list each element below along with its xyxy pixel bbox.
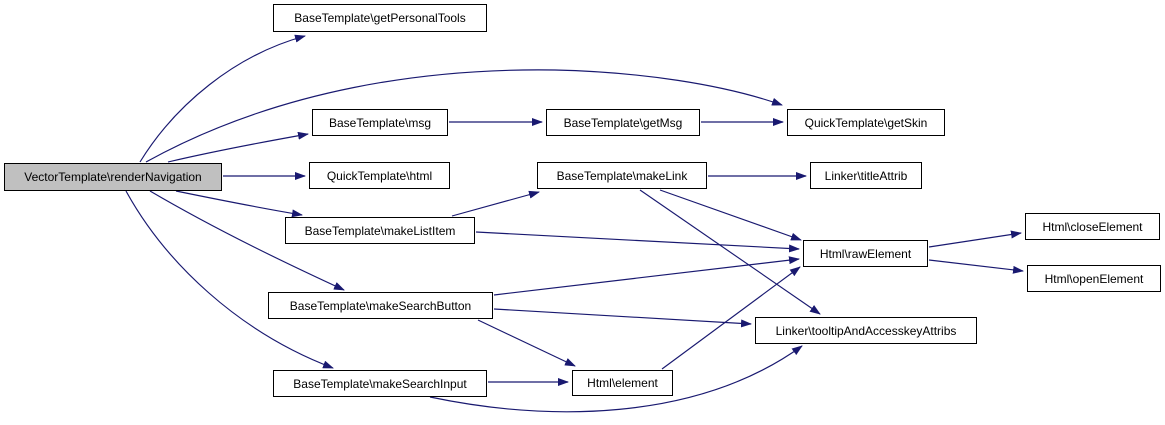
edge-renderNavigation-makeSearchButton <box>149 190 345 291</box>
edge-makeListItem-rawElement <box>475 231 800 253</box>
edge-makeLink-tooltipAndAccesskeyAttribs <box>639 189 821 315</box>
edge-makeLink-rawElement <box>659 189 802 241</box>
node-basetemplate-makelistitem[interactable]: BaseTemplate\makeListItem <box>285 217 475 244</box>
edge-makeSearchInput-tooltipAndAccesskeyAttribs <box>429 345 803 413</box>
edge-renderNavigation-getPersonalTools <box>139 34 306 163</box>
edge-renderNavigation-makeListItem <box>175 190 303 218</box>
node-linker-titleattrib[interactable]: Linker\titleAttrib <box>810 162 922 189</box>
edge-makeSearchButton-element <box>477 319 576 367</box>
edge-makeListItem-makeLink <box>451 190 540 217</box>
edge-renderNavigation-getSkin <box>145 69 783 163</box>
node-quicktemplate-getskin[interactable]: QuickTemplate\getSkin <box>787 109 945 136</box>
node-html-openelement[interactable]: Html\openElement <box>1027 265 1161 292</box>
edge-rawElement-openElement <box>928 259 1024 274</box>
node-basetemplate-getpersonaltools[interactable]: BaseTemplate\getPersonalTools <box>273 4 487 32</box>
node-basetemplate-makelink[interactable]: BaseTemplate\makeLink <box>537 162 707 189</box>
edge-rawElement-closeElement <box>928 230 1022 248</box>
edge-renderNavigation-msg <box>167 131 309 163</box>
node-vectortemplate-rendernavigation[interactable]: VectorTemplate\renderNavigation <box>4 163 222 191</box>
node-linker-tooltipandaccesskeyattribs[interactable]: Linker\tooltipAndAccesskeyAttribs <box>755 317 977 344</box>
node-basetemplate-makesearchinput[interactable]: BaseTemplate\makeSearchInput <box>273 370 487 397</box>
edge-element-rawElement <box>661 266 801 370</box>
node-html-element[interactable]: Html\element <box>572 370 673 396</box>
node-quicktemplate-html[interactable]: QuickTemplate\html <box>309 162 450 189</box>
node-basetemplate-makesearchbutton[interactable]: BaseTemplate\makeSearchButton <box>268 292 493 319</box>
node-basetemplate-msg[interactable]: BaseTemplate\msg <box>312 109 448 136</box>
edge-renderNavigation-makeSearchInput <box>125 190 334 369</box>
node-basetemplate-getmsg[interactable]: BaseTemplate\getMsg <box>546 109 700 136</box>
node-html-rawelement[interactable]: Html\rawElement <box>803 240 928 267</box>
edge-makeSearchButton-tooltipAndAccesskeyAttribs <box>493 308 752 328</box>
edge-makeSearchButton-rawElement <box>493 256 800 296</box>
node-html-closeelement[interactable]: Html\closeElement <box>1025 213 1160 240</box>
